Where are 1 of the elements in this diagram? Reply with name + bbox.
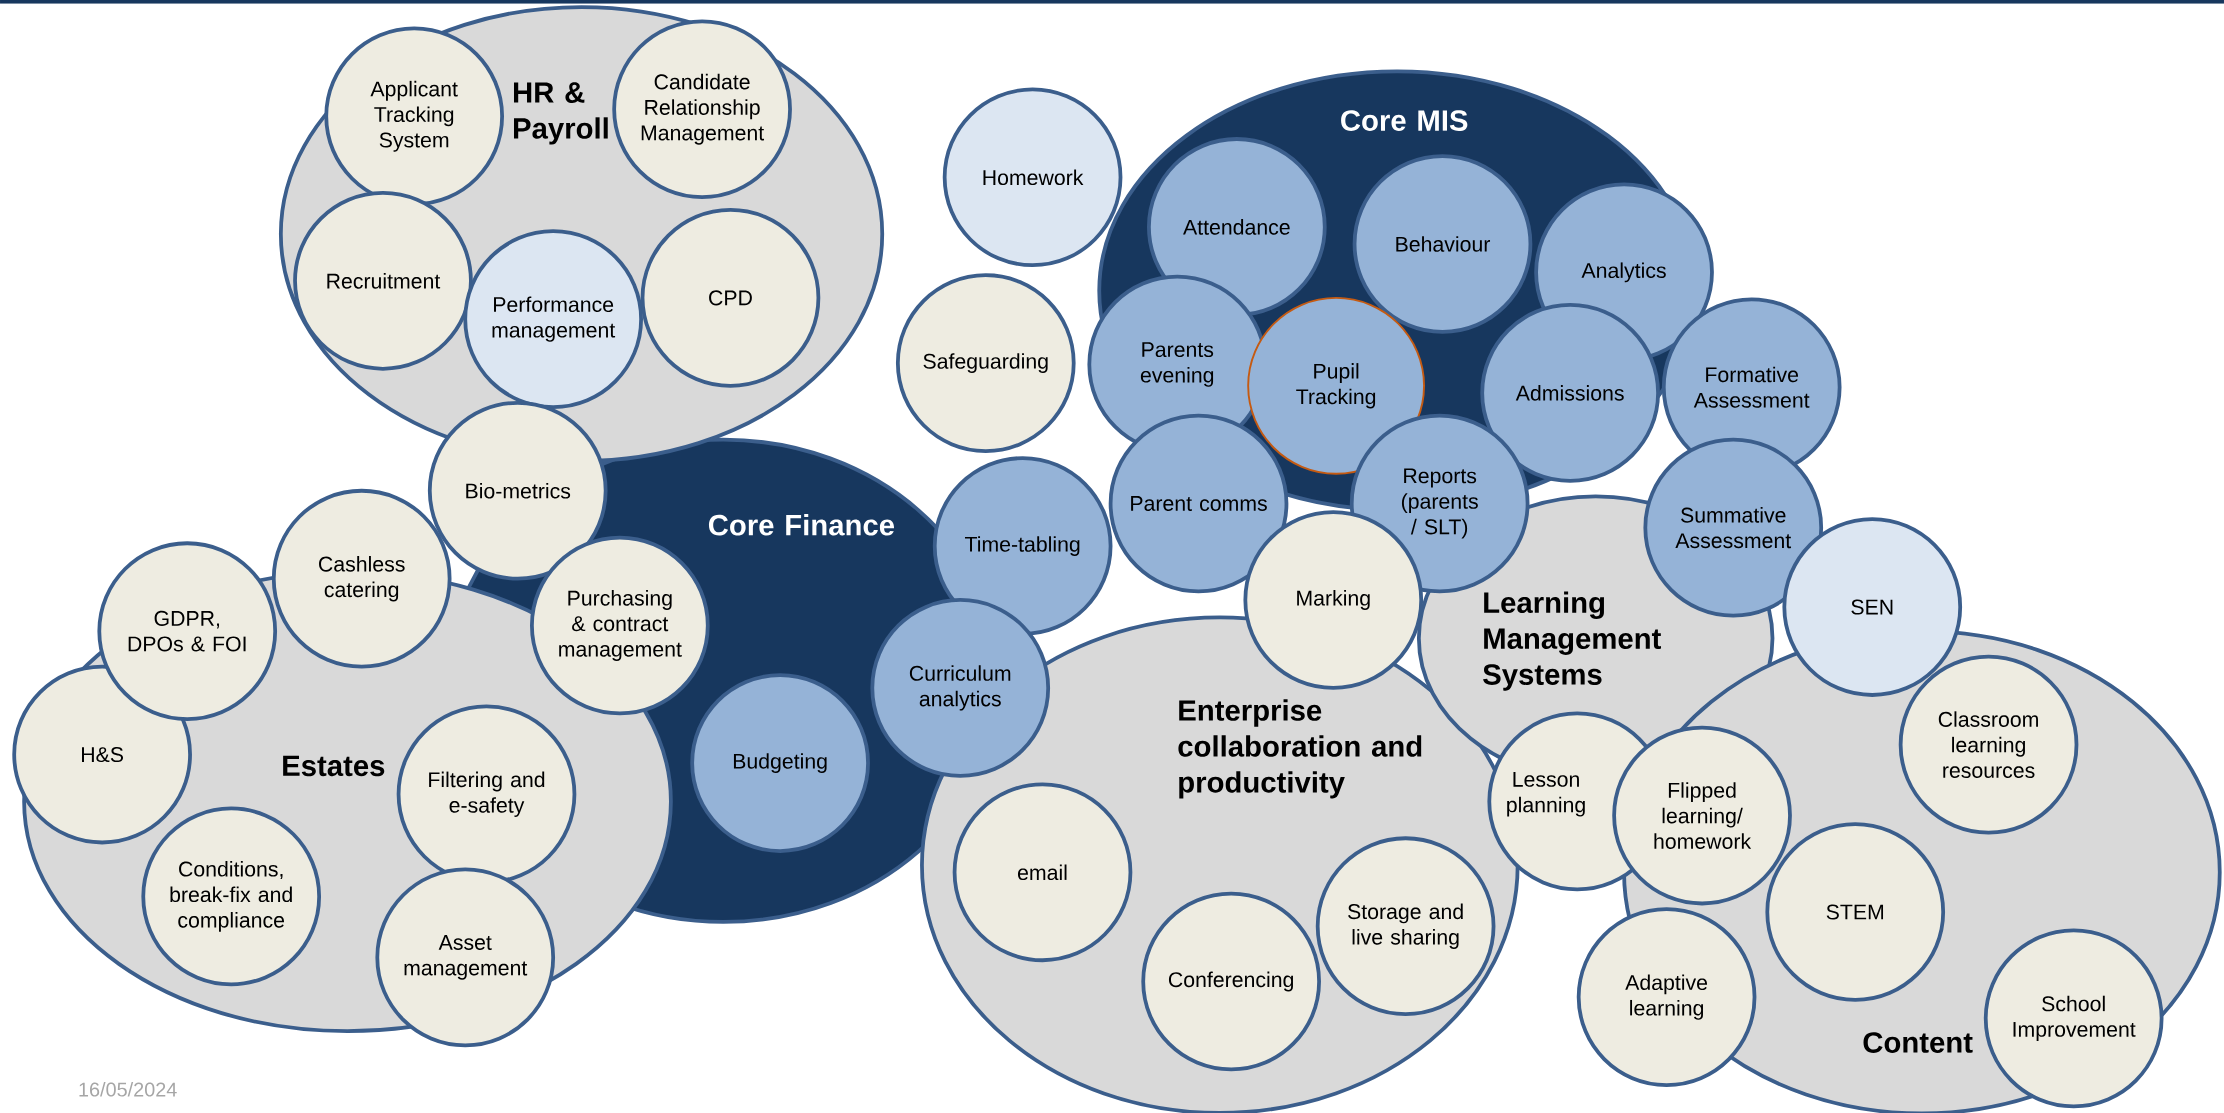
date-label: 16/05/2024 — [79, 1081, 177, 1097]
